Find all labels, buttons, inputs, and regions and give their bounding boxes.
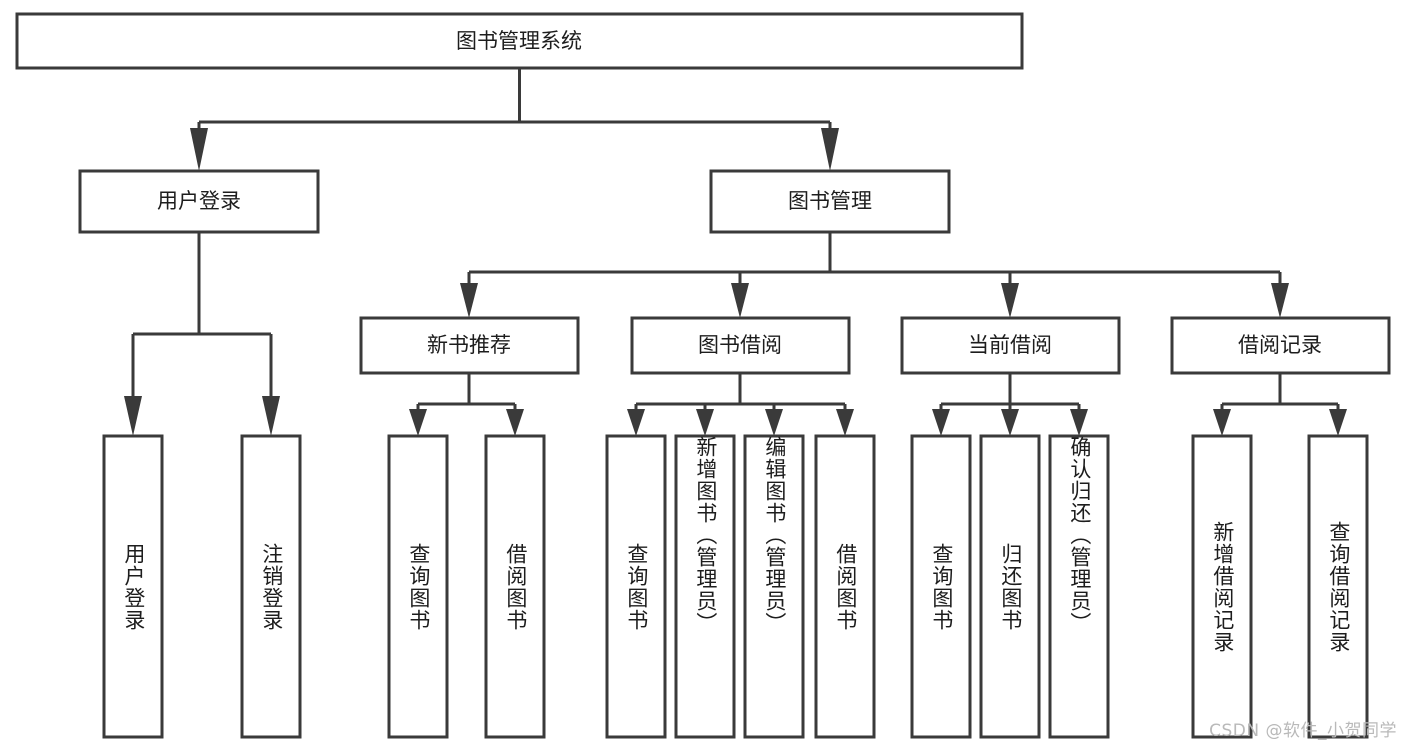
node-root-system-label: 图书管理系统 — [456, 29, 582, 53]
arrow-head-current-leaf-1 — [932, 409, 950, 436]
arrow-head-book-manage — [821, 128, 839, 171]
node-current-borrow-box[interactable] — [900, 316, 1121, 375]
arrow-head-borrow-record — [1271, 283, 1289, 318]
node-new-book-recommend[interactable]: 新书推荐 — [359, 316, 580, 375]
node-current-borrow-label: 当前借阅 — [968, 333, 1052, 357]
arrow-head-current-leaf-3 — [1070, 409, 1088, 436]
node-borrow-record-label: 借阅记录 — [1238, 333, 1322, 357]
node-current-borrow[interactable]: 当前借阅 — [900, 316, 1121, 375]
leaf-box-borrow-query-book[interactable] — [605, 434, 667, 739]
leaf-box-logout[interactable] — [240, 434, 302, 739]
node-borrow-record-box[interactable] — [1170, 316, 1391, 375]
node-book-manage-label: 图书管理 — [788, 189, 872, 213]
leaf-box-borrow-edit-book[interactable] — [743, 434, 805, 739]
arrow-head-record-leaf-1 — [1213, 409, 1231, 436]
arrow-head-borrow-leaf-4 — [836, 409, 854, 436]
arrow-head-borrow-leaf-3 — [765, 409, 783, 436]
node-borrow-record[interactable]: 借阅记录 — [1170, 316, 1391, 375]
node-user-login[interactable]: 用户登录 — [78, 169, 320, 234]
arrow-head-book-borrow — [731, 283, 749, 318]
node-root-system[interactable]: 图书管理系统 — [15, 12, 1024, 70]
leaf-box-group — [102, 434, 1369, 739]
arrow-head-recommend-leaf-1 — [409, 409, 427, 436]
arrow-head-borrow-leaf-2 — [696, 409, 714, 436]
arrow-head-recommend-leaf-2 — [506, 409, 524, 436]
node-new-book-recommend-label: 新书推荐 — [427, 333, 511, 357]
leaf-box-current-query-book[interactable] — [910, 434, 972, 739]
node-new-book-recommend-box[interactable] — [359, 316, 580, 375]
leaf-box-current-confirm-return[interactable] — [1048, 434, 1110, 739]
arrow-head-record-leaf-2 — [1329, 409, 1347, 436]
arrow-head-borrow-leaf-1 — [627, 409, 645, 436]
leaf-box-record-query[interactable] — [1307, 434, 1369, 739]
node-user-login-label: 用户登录 — [157, 189, 241, 213]
arrow-head-user-login — [190, 128, 208, 171]
leaf-box-borrow-add-book[interactable] — [674, 434, 736, 739]
node-book-borrow[interactable]: 图书借阅 — [630, 316, 851, 375]
leaf-box-recommend-borrow-book[interactable] — [484, 434, 546, 739]
leaf-box-record-add[interactable] — [1191, 434, 1253, 739]
node-book-manage-box[interactable] — [709, 169, 951, 234]
leaf-box-current-return-book[interactable] — [979, 434, 1041, 739]
node-user-login-box[interactable] — [78, 169, 320, 234]
node-book-manage[interactable]: 图书管理 — [709, 169, 951, 234]
arrow-head-leaf-logout — [262, 396, 280, 436]
arrow-head-current-borrow — [1001, 283, 1019, 318]
arrow-head-new-book-recommend — [460, 283, 478, 318]
leaf-box-borrow-borrow-book[interactable] — [814, 434, 876, 739]
leaf-box-user-login[interactable] — [102, 434, 164, 739]
connector-group — [124, 68, 1347, 436]
leaf-box-recommend-query-book[interactable] — [387, 434, 449, 739]
node-book-borrow-box[interactable] — [630, 316, 851, 375]
arrow-head-leaf-user-login — [124, 396, 142, 436]
arrow-head-current-leaf-2 — [1001, 409, 1019, 436]
node-book-borrow-label: 图书借阅 — [698, 333, 782, 357]
node-root-system-box[interactable] — [15, 12, 1024, 70]
